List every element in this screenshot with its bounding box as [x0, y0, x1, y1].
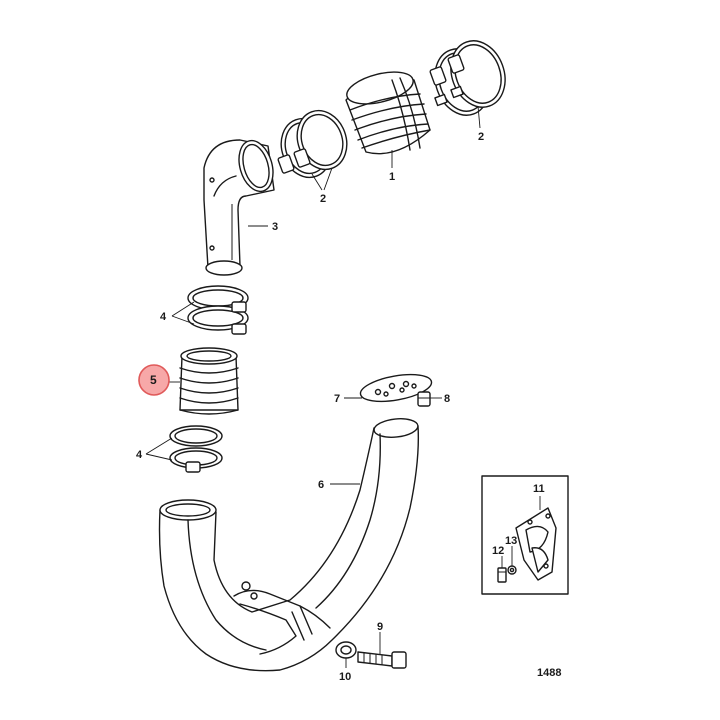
detail-inset — [481, 475, 569, 595]
callout-labels: 1 2 2 3 4 5 4 6 7 8 9 10 11 12 13 1488 — [136, 131, 561, 683]
callout-9: 9 — [377, 621, 383, 633]
hose-clamp-middle-lower — [169, 425, 223, 473]
callout-12: 12 — [492, 545, 504, 557]
coupling-bellows — [179, 347, 239, 415]
hose-clamp-upper-middle — [277, 109, 348, 179]
callout-2-upper-middle: 2 — [320, 193, 326, 205]
leader-lines — [145, 105, 541, 668]
bolt — [357, 651, 407, 669]
callout-4-upper: 4 — [160, 311, 167, 323]
fitting-block — [417, 391, 431, 407]
callout-8: 8 — [444, 393, 450, 405]
callout-1: 1 — [389, 171, 395, 183]
washer — [335, 641, 357, 659]
bellows-hose — [345, 71, 431, 155]
hose-clamp-middle-upper — [187, 285, 249, 335]
callout-4-lower: 4 — [136, 449, 143, 461]
hose-clamp-upper-right — [429, 40, 506, 116]
callout-2-upper-right: 2 — [478, 131, 484, 143]
callout-13: 13 — [505, 535, 517, 547]
callout-11: 11 — [533, 483, 545, 495]
y-pipe — [158, 418, 420, 672]
figure-number: 1488 — [537, 667, 561, 679]
nut-small — [507, 565, 517, 575]
callout-6: 6 — [318, 479, 324, 491]
mounting-bracket — [515, 507, 557, 581]
callout-5-highlight[interactable] — [138, 364, 170, 396]
screw-small — [497, 567, 507, 583]
callout-5[interactable]: 5 — [150, 373, 157, 387]
elbow-pipe — [203, 139, 275, 276]
callout-3: 3 — [272, 221, 278, 233]
callout-7: 7 — [334, 393, 340, 405]
callout-10: 10 — [339, 671, 351, 683]
gasket-plate — [359, 373, 433, 403]
